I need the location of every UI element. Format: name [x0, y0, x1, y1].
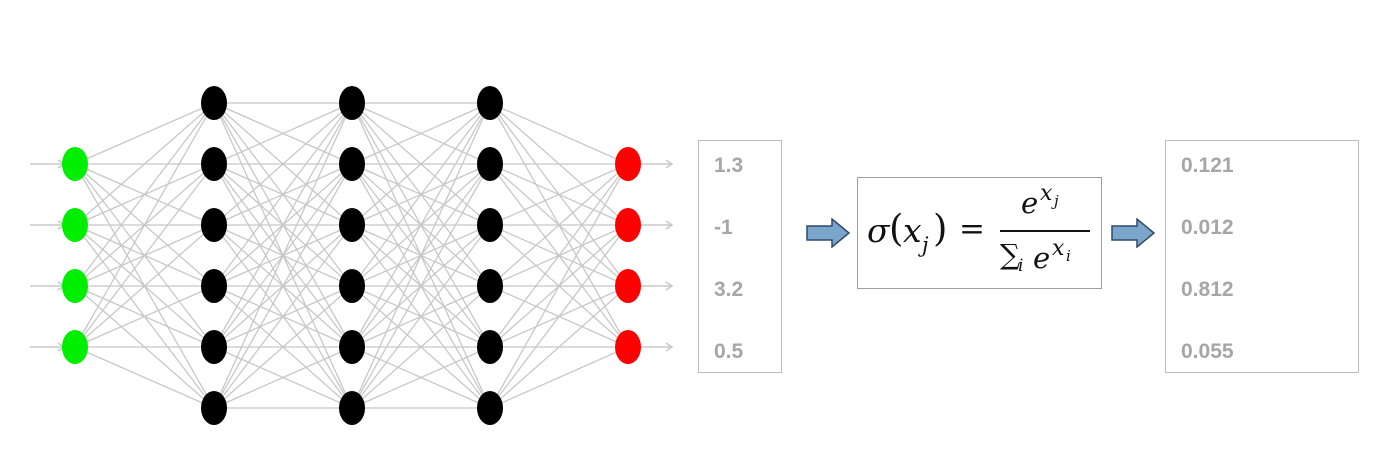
output-arrow-head [665, 342, 674, 352]
hidden-3-neuron [477, 208, 503, 242]
hidden-2-neuron [339, 86, 365, 120]
network-edge [489, 346, 629, 409]
probability-value: 0.012 [1181, 216, 1234, 239]
network-edge [489, 163, 629, 226]
network-edge [489, 102, 629, 165]
network-edge [74, 102, 215, 287]
network-edge [351, 224, 491, 409]
right-arrow-icon [806, 218, 851, 248]
sum-symbol: ∑ [1000, 238, 1020, 271]
hidden-3-neuron [477, 269, 503, 303]
numerator-exponent: x [1040, 181, 1053, 206]
output-neuron [615, 269, 641, 303]
probability-value: 0.121 [1181, 154, 1234, 177]
input-neuron [62, 330, 88, 364]
network-nodes [62, 86, 641, 425]
network-edge [213, 224, 353, 409]
hidden-2-neuron [339, 147, 365, 181]
network-edge [489, 163, 629, 287]
output-arrow-head [665, 159, 674, 169]
numerator-exponent-subscript: j [1054, 192, 1059, 210]
logits-box: 1.3 -1 3.2 0.5 [698, 140, 782, 373]
network-edge [351, 346, 491, 409]
network-edge [351, 163, 491, 409]
fraction-bar [1000, 230, 1090, 232]
neural-network-diagram [30, 86, 674, 425]
input-neuron [62, 269, 88, 303]
network-edge [351, 102, 491, 165]
hidden-1-neuron [201, 330, 227, 364]
output-neuron [615, 330, 641, 364]
probability-value: 0.055 [1181, 340, 1234, 363]
network-edge [489, 163, 629, 348]
formula-x-subscript: j [922, 233, 929, 257]
network-edge [213, 102, 353, 226]
logit-value: -1 [714, 216, 733, 239]
network-edge [213, 163, 353, 409]
hidden-3-neuron [477, 391, 503, 425]
network-edge [489, 224, 629, 409]
formula-equals: = [959, 211, 985, 247]
network-edge [74, 224, 215, 348]
formula-x: x [903, 211, 922, 250]
probabilities-box: 0.121 0.012 0.812 0.055 [1165, 140, 1359, 373]
network-edge [213, 102, 353, 348]
hidden-1-neuron [201, 86, 227, 120]
right-arrow-icon [1111, 218, 1156, 248]
hidden-2-neuron [339, 391, 365, 425]
network-edge [351, 102, 491, 287]
logit-value: 0.5 [714, 340, 744, 363]
hidden-3-neuron [477, 330, 503, 364]
logit-value: 1.3 [714, 154, 744, 177]
probability-value: 0.812 [1181, 278, 1234, 301]
denominator-exponent: x [1052, 236, 1065, 261]
output-arrow-head [665, 220, 674, 230]
denominator-exponent-subscript: i [1066, 247, 1071, 265]
network-edge [351, 285, 491, 409]
network-edge [74, 346, 215, 409]
input-neuron [62, 208, 88, 242]
network-edge [213, 102, 353, 409]
hidden-3-neuron [477, 86, 503, 120]
network-edge [74, 285, 215, 348]
output-neuron [615, 147, 641, 181]
sum-subscript: i [1018, 256, 1024, 276]
network-edges [74, 102, 629, 409]
network-edge [213, 285, 353, 409]
formula-sigma: σ [867, 211, 890, 250]
network-edge [74, 102, 215, 226]
softmax-formula-box: σ ( x j ) = e x j ∑ i e x i [857, 177, 1102, 289]
network-edge [74, 163, 215, 348]
output-neuron [615, 208, 641, 242]
denominator-base: e [1033, 241, 1051, 275]
output-arrow-head [665, 281, 674, 291]
network-edge [351, 102, 491, 348]
hidden-1-neuron [201, 391, 227, 425]
hidden-2-neuron [339, 208, 365, 242]
hidden-1-neuron [201, 147, 227, 181]
network-edge [74, 102, 215, 348]
formula-open-paren: ( [889, 207, 904, 250]
network-edge [213, 102, 353, 165]
hidden-2-neuron [339, 330, 365, 364]
formula-close-paren: ) [933, 207, 948, 250]
input-neuron [62, 147, 88, 181]
network-edge [74, 102, 215, 165]
network-edge [351, 102, 491, 226]
network-edge [213, 346, 353, 409]
hidden-1-neuron [201, 269, 227, 303]
hidden-3-neuron [477, 147, 503, 181]
network-edge [351, 102, 491, 409]
network-edge [489, 163, 629, 409]
network-edge [489, 285, 629, 409]
network-edge [213, 102, 353, 287]
numerator-base: e [1021, 186, 1039, 220]
hidden-2-neuron [339, 269, 365, 303]
hidden-1-neuron [201, 208, 227, 242]
logit-value: 3.2 [714, 278, 744, 301]
